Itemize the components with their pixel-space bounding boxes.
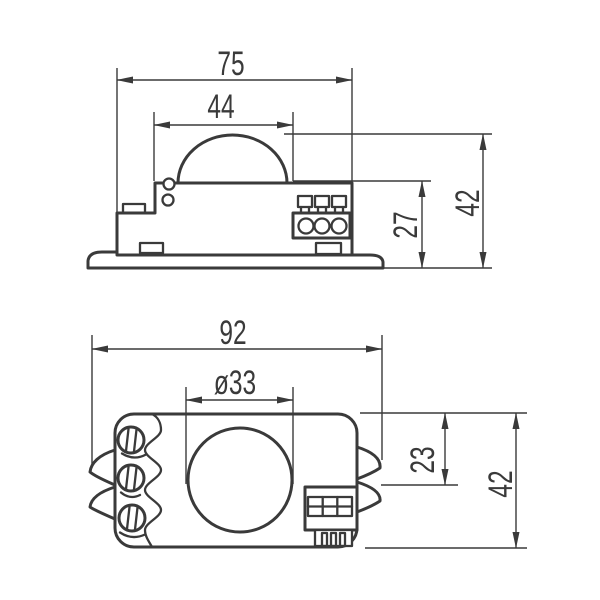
clamp-3 [330, 194, 348, 209]
screw-slot-3 [125, 505, 139, 531]
adjuster-hole-upper [162, 177, 176, 191]
screw-recess-arc-2 [119, 491, 142, 499]
terminal-clamps [296, 194, 348, 215]
connector-block-top [303, 485, 359, 548]
dim-label-overall-length: 92 [219, 314, 246, 352]
dim-label-lens-platform-width: 44 [207, 88, 234, 126]
screw-head-2 [116, 463, 146, 493]
connector-pin-1 [320, 531, 329, 548]
terminal-block-side [291, 194, 352, 240]
wavy-parting-line [143, 412, 163, 549]
body-slot-left [138, 241, 165, 255]
connector-grid-lines [306, 495, 354, 518]
screw-terminal-1 [116, 425, 148, 459]
connector-housing [303, 485, 359, 532]
dim-label-overall-width: 75 [217, 45, 244, 83]
connector-pin-2 [329, 531, 338, 548]
screw-slot-2 [124, 465, 138, 491]
adjuster-hole-lower [161, 193, 175, 207]
screw-terminal-2 [116, 463, 146, 499]
dim-label-connector-offset: 23 [404, 446, 442, 473]
top-view-drawing: 92 ø33 23 42 [88, 314, 527, 549]
screw-recess-arc-3 [118, 531, 147, 539]
side-view-drawing: 75 44 27 42 [86, 45, 492, 270]
screw-head-3 [117, 503, 147, 533]
clamp-2 [313, 194, 331, 209]
sensor-dome-circle [186, 426, 294, 534]
spring-wing-right-upper [355, 445, 382, 481]
sensor-body-top-outline [113, 412, 359, 549]
screw-slot-1 [124, 427, 138, 453]
clamp-1 [296, 194, 314, 209]
spring-wing-left-lower [88, 485, 117, 521]
dim-label-lens-diameter: ø33 [214, 364, 256, 402]
dome-lens-profile [176, 133, 289, 185]
spring-wing-left-upper [88, 448, 117, 487]
dim-label-platform-height: 27 [387, 211, 425, 238]
clamp-legs [299, 205, 345, 215]
terminal-screw-2 [313, 217, 331, 235]
screw-terminal-3 [117, 503, 147, 539]
terminal-screw-3 [330, 217, 348, 235]
top-edge-tab [121, 202, 147, 215]
dim-label-overall-depth: 42 [482, 470, 520, 497]
mounting-base-plate [86, 250, 385, 270]
body-slot-right [314, 241, 343, 256]
dim-label-overall-height: 42 [449, 189, 487, 216]
screw-head-1 [116, 425, 146, 455]
connector-pin-3 [338, 531, 347, 548]
screw-recess-arc-1 [120, 452, 148, 459]
spring-wing-right-lower [355, 480, 382, 514]
